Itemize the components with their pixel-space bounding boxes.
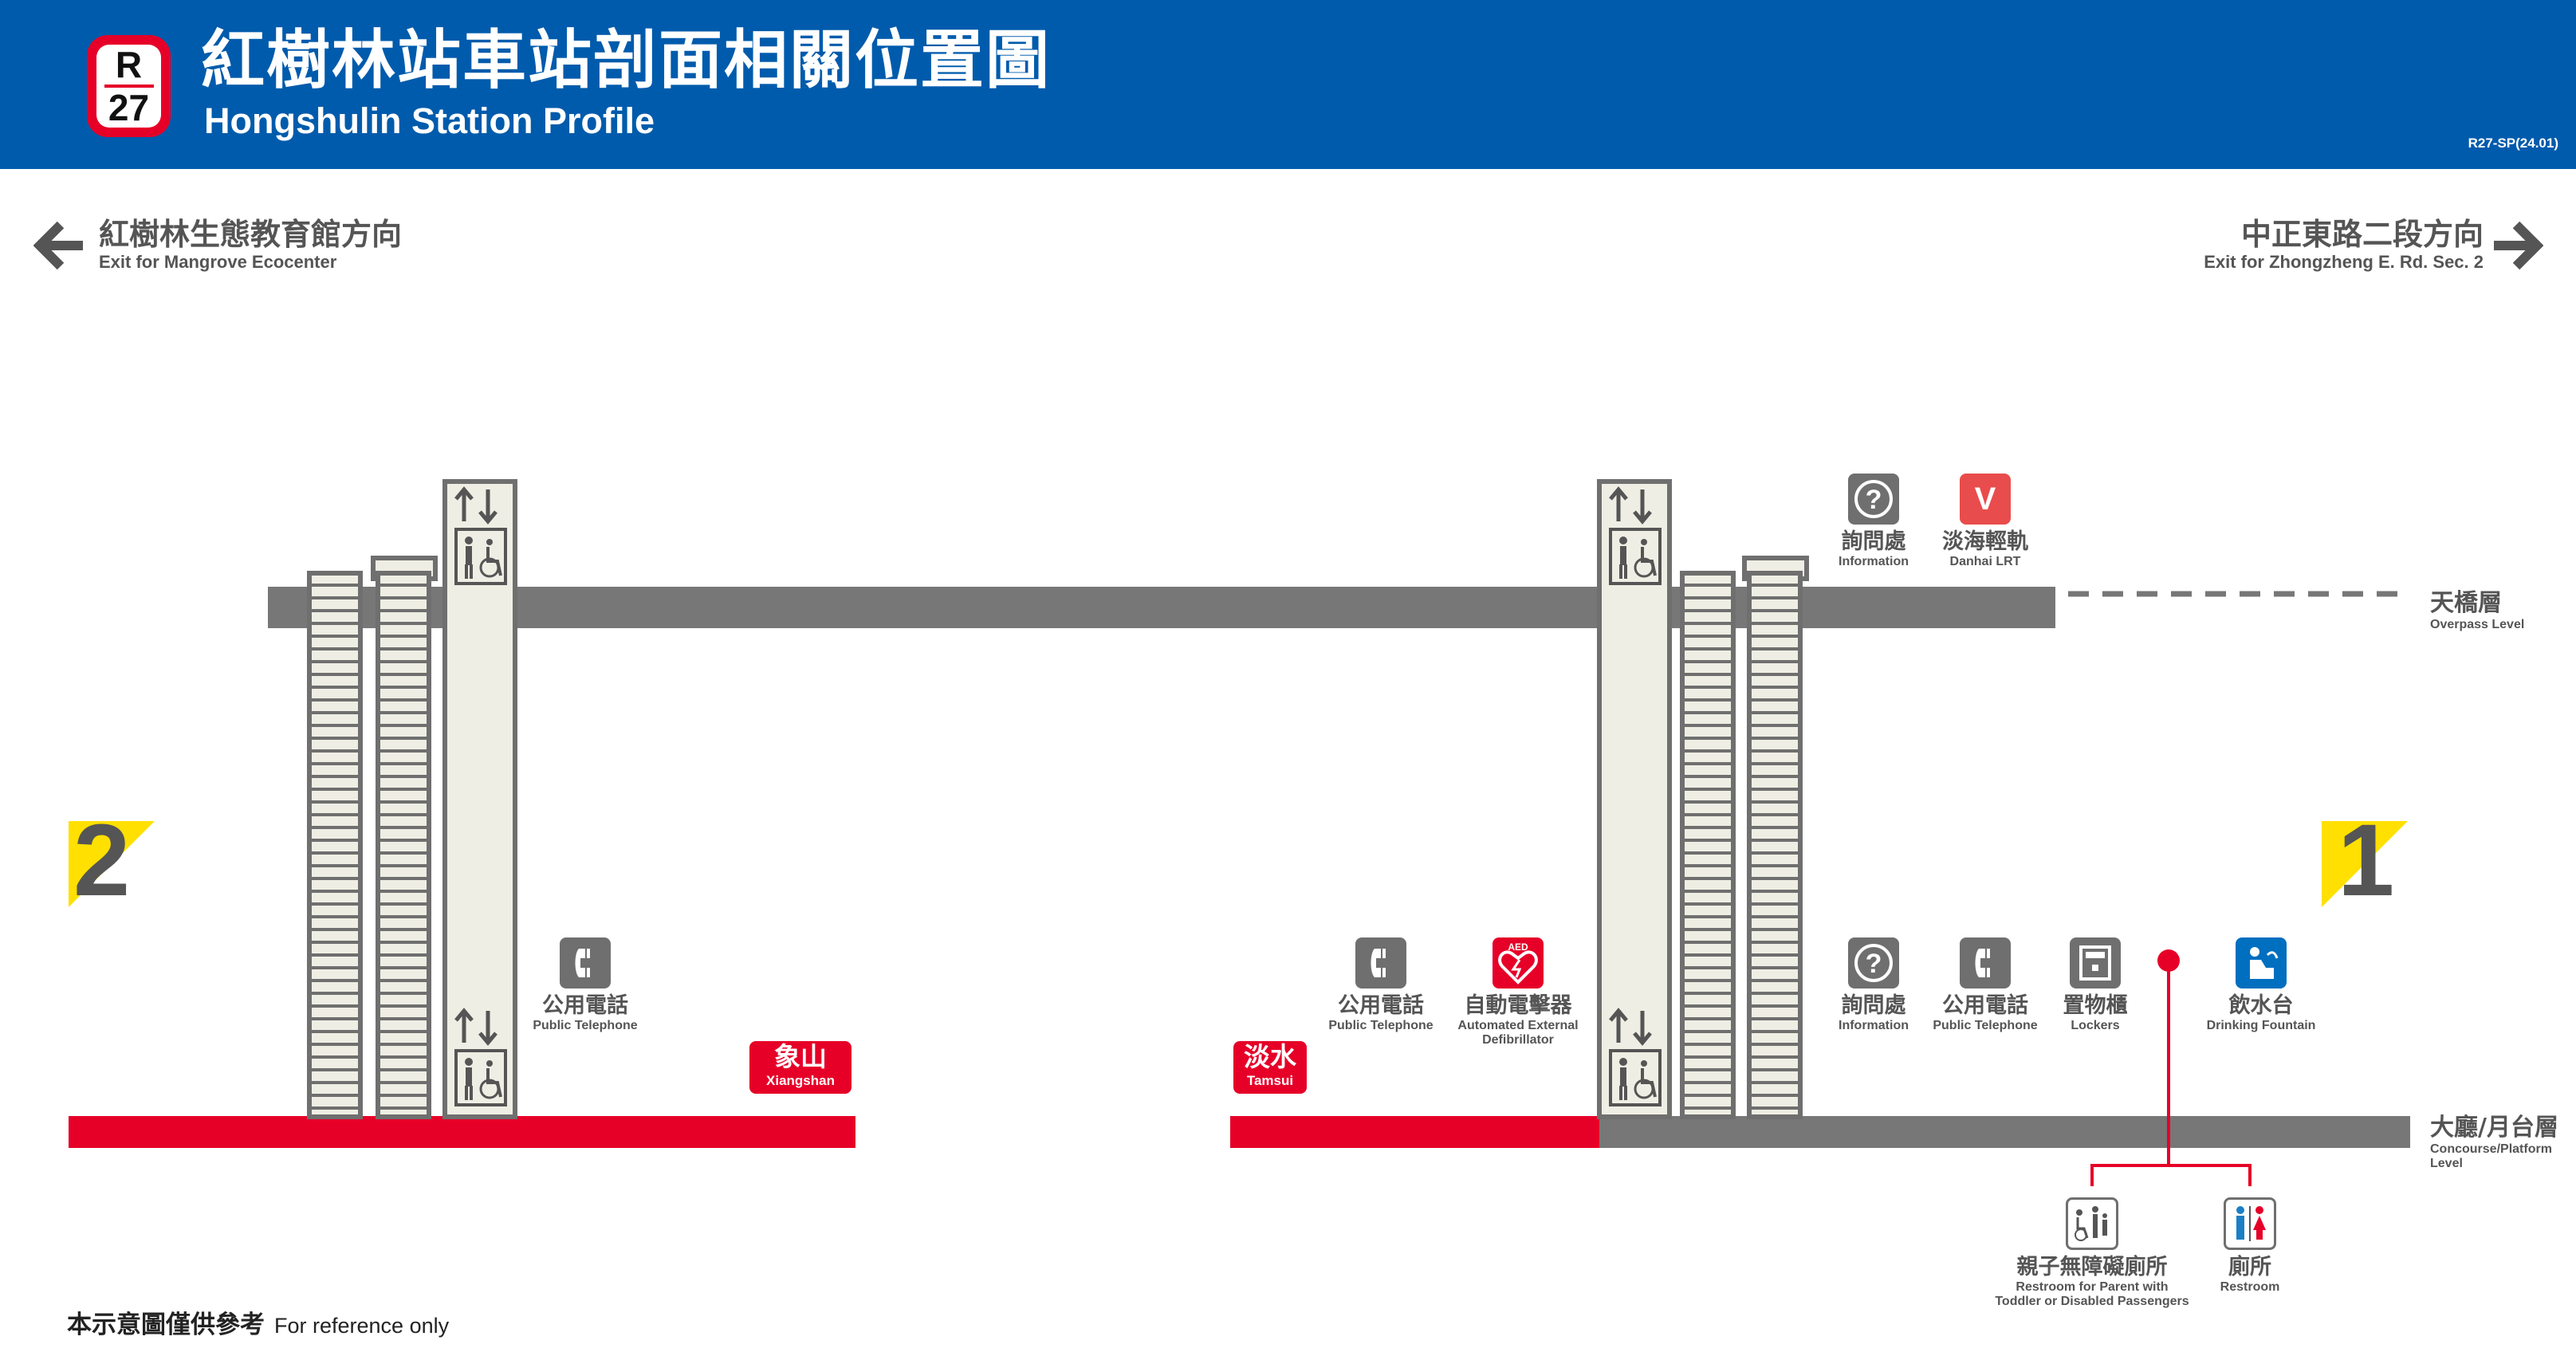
concourse-level-label: 大廳/月台層 Concourse/Platform Level	[2430, 1107, 2574, 1171]
overpass-level-en: Overpass Level	[2430, 618, 2525, 631]
line-code-number: 27	[108, 87, 150, 128]
aed-en: Automated External Defibrillator	[1457, 1019, 1579, 1047]
information-lower-en: Information	[1839, 1019, 1909, 1032]
concourse-deck	[1599, 1116, 2410, 1148]
restroom-zh: 廁所	[2228, 1255, 2271, 1279]
lockers-en: Lockers	[2071, 1019, 2120, 1032]
direction-right-zh: 中正東路二段方向	[2240, 217, 2484, 252]
restroom-icon	[2224, 1197, 2276, 1250]
header-bar: R 27 紅樹林站車站剖面相關位置圖 Hongshulin Station Pr…	[0, 0, 2576, 169]
exit-1-badge	[2322, 821, 2408, 907]
svg-text:AED: AED	[1508, 941, 1528, 953]
drinking-fountain: 飲水台 Drinking Fountain	[2197, 937, 2325, 1033]
restroom-connector	[2090, 961, 2252, 1186]
danhai-lrt-zh: 淡海輕軌	[1942, 529, 2028, 554]
elevator-symbol-left-top	[454, 486, 507, 585]
public-telephone-left-en: Public Telephone	[533, 1019, 638, 1032]
page-subtitle: Hongshulin Station Profile	[204, 100, 655, 141]
direction-left: 紅樹林生態教育館方向 Exit for Mangrove Ecocenter	[99, 217, 402, 273]
overpass-level-label: 天橋層 Overpass Level	[2430, 583, 2524, 632]
disclaimer-zh: 本示意圖僅供參考	[67, 1311, 265, 1339]
family-accessible-restroom-en-1: Restroom for Parent with	[2016, 1280, 2169, 1294]
aed-icon: AED	[1493, 937, 1544, 989]
exit-2-number: 2	[73, 804, 131, 918]
lockers-zh: 置物櫃	[2063, 993, 2128, 1018]
danhai-lrt: V 淡海輕軌 Danhai LRT	[1929, 474, 2041, 569]
aed: AED 自動電擊器 Automated External Defibrillat…	[1449, 937, 1587, 1047]
direction-left-zh: 紅樹林生態教育館方向	[99, 217, 403, 252]
public-telephone-mid: 公用電話 Public Telephone	[1317, 937, 1445, 1033]
drinking-fountain-zh: 飲水台	[2228, 993, 2294, 1018]
question-icon: ?	[1848, 474, 1899, 525]
station-code-badge: R 27	[87, 35, 171, 137]
arrow-left-icon	[33, 221, 83, 270]
page-title: 紅樹林站車站剖面相關位置圖	[201, 23, 1051, 97]
elevator-symbol-left-bottom	[454, 1008, 507, 1106]
drinking-fountain-en: Drinking Fountain	[2206, 1019, 2316, 1032]
direction-xiangshan: 象山 Xiangshan	[749, 1041, 851, 1094]
right-stair-1	[1680, 571, 1736, 1119]
information-upper: ? 詢問處 Information	[1826, 474, 1921, 569]
elevator-symbol-right-top	[1609, 486, 1662, 585]
direction-right: 中正東路二段方向 Exit for Zhongzheng E. Rd. Sec.…	[2204, 217, 2484, 273]
left-stair-1	[307, 571, 363, 1119]
family-accessible-restroom-zh: 親子無障礙廁所	[2016, 1255, 2168, 1279]
svg-text:?: ?	[1866, 485, 1882, 515]
restroom-en: Restroom	[2220, 1280, 2280, 1294]
lockers: 置物櫃 Lockers	[2047, 937, 2143, 1033]
family-accessible-restroom: 親子無障礙廁所 Restroom for Parent with Toddler…	[1980, 1197, 2204, 1309]
question-icon: ?	[1848, 937, 1899, 989]
family-accessible-restroom-en-2: Toddler or Disabled Passengers	[1995, 1295, 2189, 1308]
public-telephone-right-en: Public Telephone	[1933, 1019, 2038, 1032]
restroom: 廁所 Restroom	[2205, 1197, 2295, 1295]
exit-1-number: 1	[2338, 804, 2395, 918]
direction-tamsui-zh: 淡水	[1244, 1041, 1296, 1072]
public-telephone-mid-zh: 公用電話	[1338, 993, 1424, 1018]
telephone-icon	[1355, 937, 1406, 989]
line-code-letter: R	[115, 44, 143, 85]
direction-xiangshan-en: Xiangshan	[766, 1073, 835, 1088]
direction-right-en: Exit for Zhongzheng E. Rd. Sec. 2	[2204, 252, 2484, 272]
arrow-right-icon	[2494, 221, 2543, 270]
disclaimer-en: For reference only	[274, 1314, 450, 1338]
drinking-fountain-icon	[2236, 937, 2287, 989]
information-lower: ? 詢問處 Information	[1826, 937, 1921, 1033]
direction-tamsui-en: Tamsui	[1246, 1073, 1294, 1088]
public-telephone-right: 公用電話 Public Telephone	[1921, 937, 2049, 1033]
information-lower-zh: 詢問處	[1841, 993, 1906, 1018]
locker-icon	[2070, 937, 2121, 989]
lrt-v-icon: V	[1960, 474, 2011, 525]
public-telephone-left: 公用電話 Public Telephone	[521, 937, 649, 1033]
left-stair-2	[371, 556, 438, 1119]
concourse-level-en: Concourse/Platform Level	[2430, 1142, 2552, 1170]
exit-2-badge	[69, 821, 155, 907]
public-telephone-right-zh: 公用電話	[1942, 993, 2028, 1018]
right-elevator-shaft	[1597, 479, 1672, 1119]
platform-xiangshan	[69, 1116, 855, 1148]
information-upper-zh: 詢問處	[1841, 529, 1906, 554]
telephone-icon	[1960, 937, 2011, 989]
information-upper-en: Information	[1839, 555, 1909, 568]
elevator-symbol-right-bottom	[1609, 1008, 1662, 1106]
platform-tamsui	[1230, 1116, 1602, 1148]
disclaimer: 本示意圖僅供參考 For reference only	[67, 1304, 449, 1340]
overpass-level-zh: 天橋層	[2430, 589, 2502, 617]
concourse-level-zh: 大廳/月台層	[2430, 1114, 2558, 1142]
right-stair-2	[1742, 556, 1809, 1119]
telephone-icon	[560, 937, 611, 989]
aed-zh: 自動電擊器	[1464, 993, 1572, 1018]
svg-text:?: ?	[1866, 949, 1882, 979]
direction-xiangshan-zh: 象山	[774, 1041, 827, 1072]
document-code: R27-SP(24.01)	[2468, 136, 2558, 151]
family-accessible-restroom-icon	[2066, 1197, 2118, 1250]
left-elevator-shaft	[442, 479, 517, 1119]
public-telephone-mid-en: Public Telephone	[1328, 1019, 1434, 1032]
restroom-location-dot	[2157, 949, 2180, 972]
danhai-lrt-en: Danhai LRT	[1949, 555, 2021, 568]
public-telephone-left-zh: 公用電話	[542, 993, 628, 1018]
direction-left-en: Exit for Mangrove Ecocenter	[99, 252, 337, 272]
direction-tamsui: 淡水 Tamsui	[1233, 1041, 1307, 1094]
